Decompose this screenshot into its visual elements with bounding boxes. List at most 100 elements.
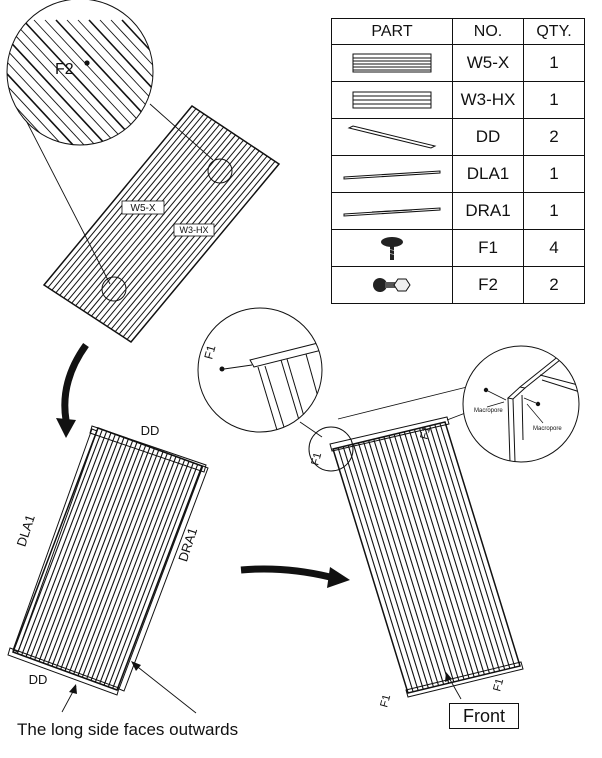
bolt-nut-f2-icon <box>331 266 453 304</box>
panel-rib <box>75 126 225 307</box>
panel-rib <box>98 142 248 322</box>
panel-rib <box>110 19 153 145</box>
panel-rib <box>126 161 276 340</box>
panel-rib <box>439 423 516 668</box>
panel-rib <box>90 456 177 681</box>
panel-rib <box>86 454 173 680</box>
panel-rib <box>34 435 121 661</box>
panel-rib <box>368 440 445 685</box>
label-dra1: DRA1 <box>175 526 200 564</box>
caption-long-side-outwards: The long side faces outwards <box>17 720 239 739</box>
step1-panel-ribs <box>47 108 276 340</box>
panel-rib <box>29 434 116 659</box>
table-row: DD 2 <box>331 118 585 156</box>
step1-panel-outline <box>42 105 281 343</box>
label-w3-box <box>173 223 215 237</box>
panel-rib <box>103 461 190 686</box>
parts-table-header: PART NO. QTY. <box>331 18 585 45</box>
arrow-curved-down <box>56 342 89 438</box>
panel-rib <box>114 153 264 332</box>
panel-rib <box>118 155 268 335</box>
panel-rib <box>352 443 429 689</box>
wall-panel-w3-icon <box>331 81 453 119</box>
panel-rib <box>94 457 181 683</box>
label-f1-tr: F1 <box>418 425 433 441</box>
panel-rib <box>429 425 506 670</box>
panel-rib <box>83 132 232 312</box>
panel-rib <box>378 437 455 683</box>
parts-table: PART NO. QTY. W5-X 1 W3-HX 1 DD 2 DLA1 1 <box>331 18 585 304</box>
panel-rib <box>99 459 186 684</box>
panel-rib <box>110 150 260 330</box>
panel-rib <box>347 445 424 690</box>
panel-rib <box>60 445 147 670</box>
step2-frame-assembly: DD DD DLA1 DRA1 <box>7 423 209 714</box>
panel-rib <box>64 446 151 672</box>
panel-rib <box>66 19 153 145</box>
step3-panel-ribs <box>337 423 516 692</box>
part-qty: 4 <box>523 229 585 267</box>
panel-rib <box>87 134 236 314</box>
panel-rib <box>68 448 155 673</box>
part-number: F1 <box>452 229 524 267</box>
panel-rib <box>47 440 134 665</box>
label-f1-bl: F1 <box>378 693 393 709</box>
screw-f1-icon <box>219 366 225 372</box>
front-label: Front <box>449 703 519 729</box>
header-qty: QTY. <box>523 18 585 45</box>
panel-rib <box>7 19 88 145</box>
panel-rib <box>7 19 132 145</box>
wall-panel-w5-icon <box>331 44 453 82</box>
part-number: W5-X <box>452 44 524 82</box>
panel-rib <box>419 427 496 673</box>
arrow-right <box>240 565 350 588</box>
step1-detail-marker-bottom <box>101 276 127 302</box>
panel-rib <box>107 462 194 688</box>
label-w5: W5-X <box>131 203 156 214</box>
panel-rib <box>99 19 153 145</box>
panel-rib <box>79 129 228 309</box>
panel-rib <box>122 158 272 338</box>
part-qty: 1 <box>523 192 585 230</box>
header-no: NO. <box>452 18 524 45</box>
panel-rib <box>47 108 197 288</box>
panel-rib <box>25 432 112 657</box>
panel-rib <box>16 429 103 654</box>
label-f1-br: F1 <box>491 677 506 693</box>
label-macropore-left: Macropore <box>474 408 503 414</box>
panel-rib <box>121 19 153 145</box>
part-number: F2 <box>452 266 524 304</box>
panel-rib <box>77 451 164 676</box>
bolt-f2-icon <box>84 60 90 66</box>
panel-rib <box>7 19 99 145</box>
header-part: PART <box>331 18 453 45</box>
label-dd-bottom: DD <box>29 672 48 687</box>
panel-rib <box>91 137 240 317</box>
part-qty: 2 <box>523 118 585 156</box>
panel-rib <box>413 429 490 674</box>
table-row: W3-HX 1 <box>331 81 585 119</box>
panel-rib <box>73 449 160 675</box>
rail-dd-bottom <box>7 647 120 696</box>
panel-rib <box>398 432 475 678</box>
panel-rib <box>383 436 460 681</box>
panel-rib <box>51 442 138 667</box>
rail-dra1 <box>118 465 209 692</box>
part-qty: 1 <box>523 155 585 193</box>
panel-rib <box>21 430 108 656</box>
part-qty: 1 <box>523 81 585 119</box>
step1-panel-assembly: W5-X W3-HX <box>12 94 281 343</box>
step3-frame-assembly: F1 F1 F1 F1 <box>299 386 524 709</box>
rail-dra1-icon <box>331 192 453 230</box>
zoom-label-f1: F1 <box>201 343 218 360</box>
panel-rib <box>408 430 485 675</box>
rail-dd-top <box>89 425 207 473</box>
panel-rib <box>106 147 256 327</box>
screw-f1-icon <box>331 229 453 267</box>
table-row: F1 4 <box>331 229 585 267</box>
part-qty: 1 <box>523 44 585 82</box>
step3-bottom-rail <box>405 661 524 698</box>
zoom-detail-macropore: Macropore Macropore <box>462 345 580 463</box>
label-dd-top: DD <box>141 423 160 438</box>
panel-rib <box>403 431 480 676</box>
